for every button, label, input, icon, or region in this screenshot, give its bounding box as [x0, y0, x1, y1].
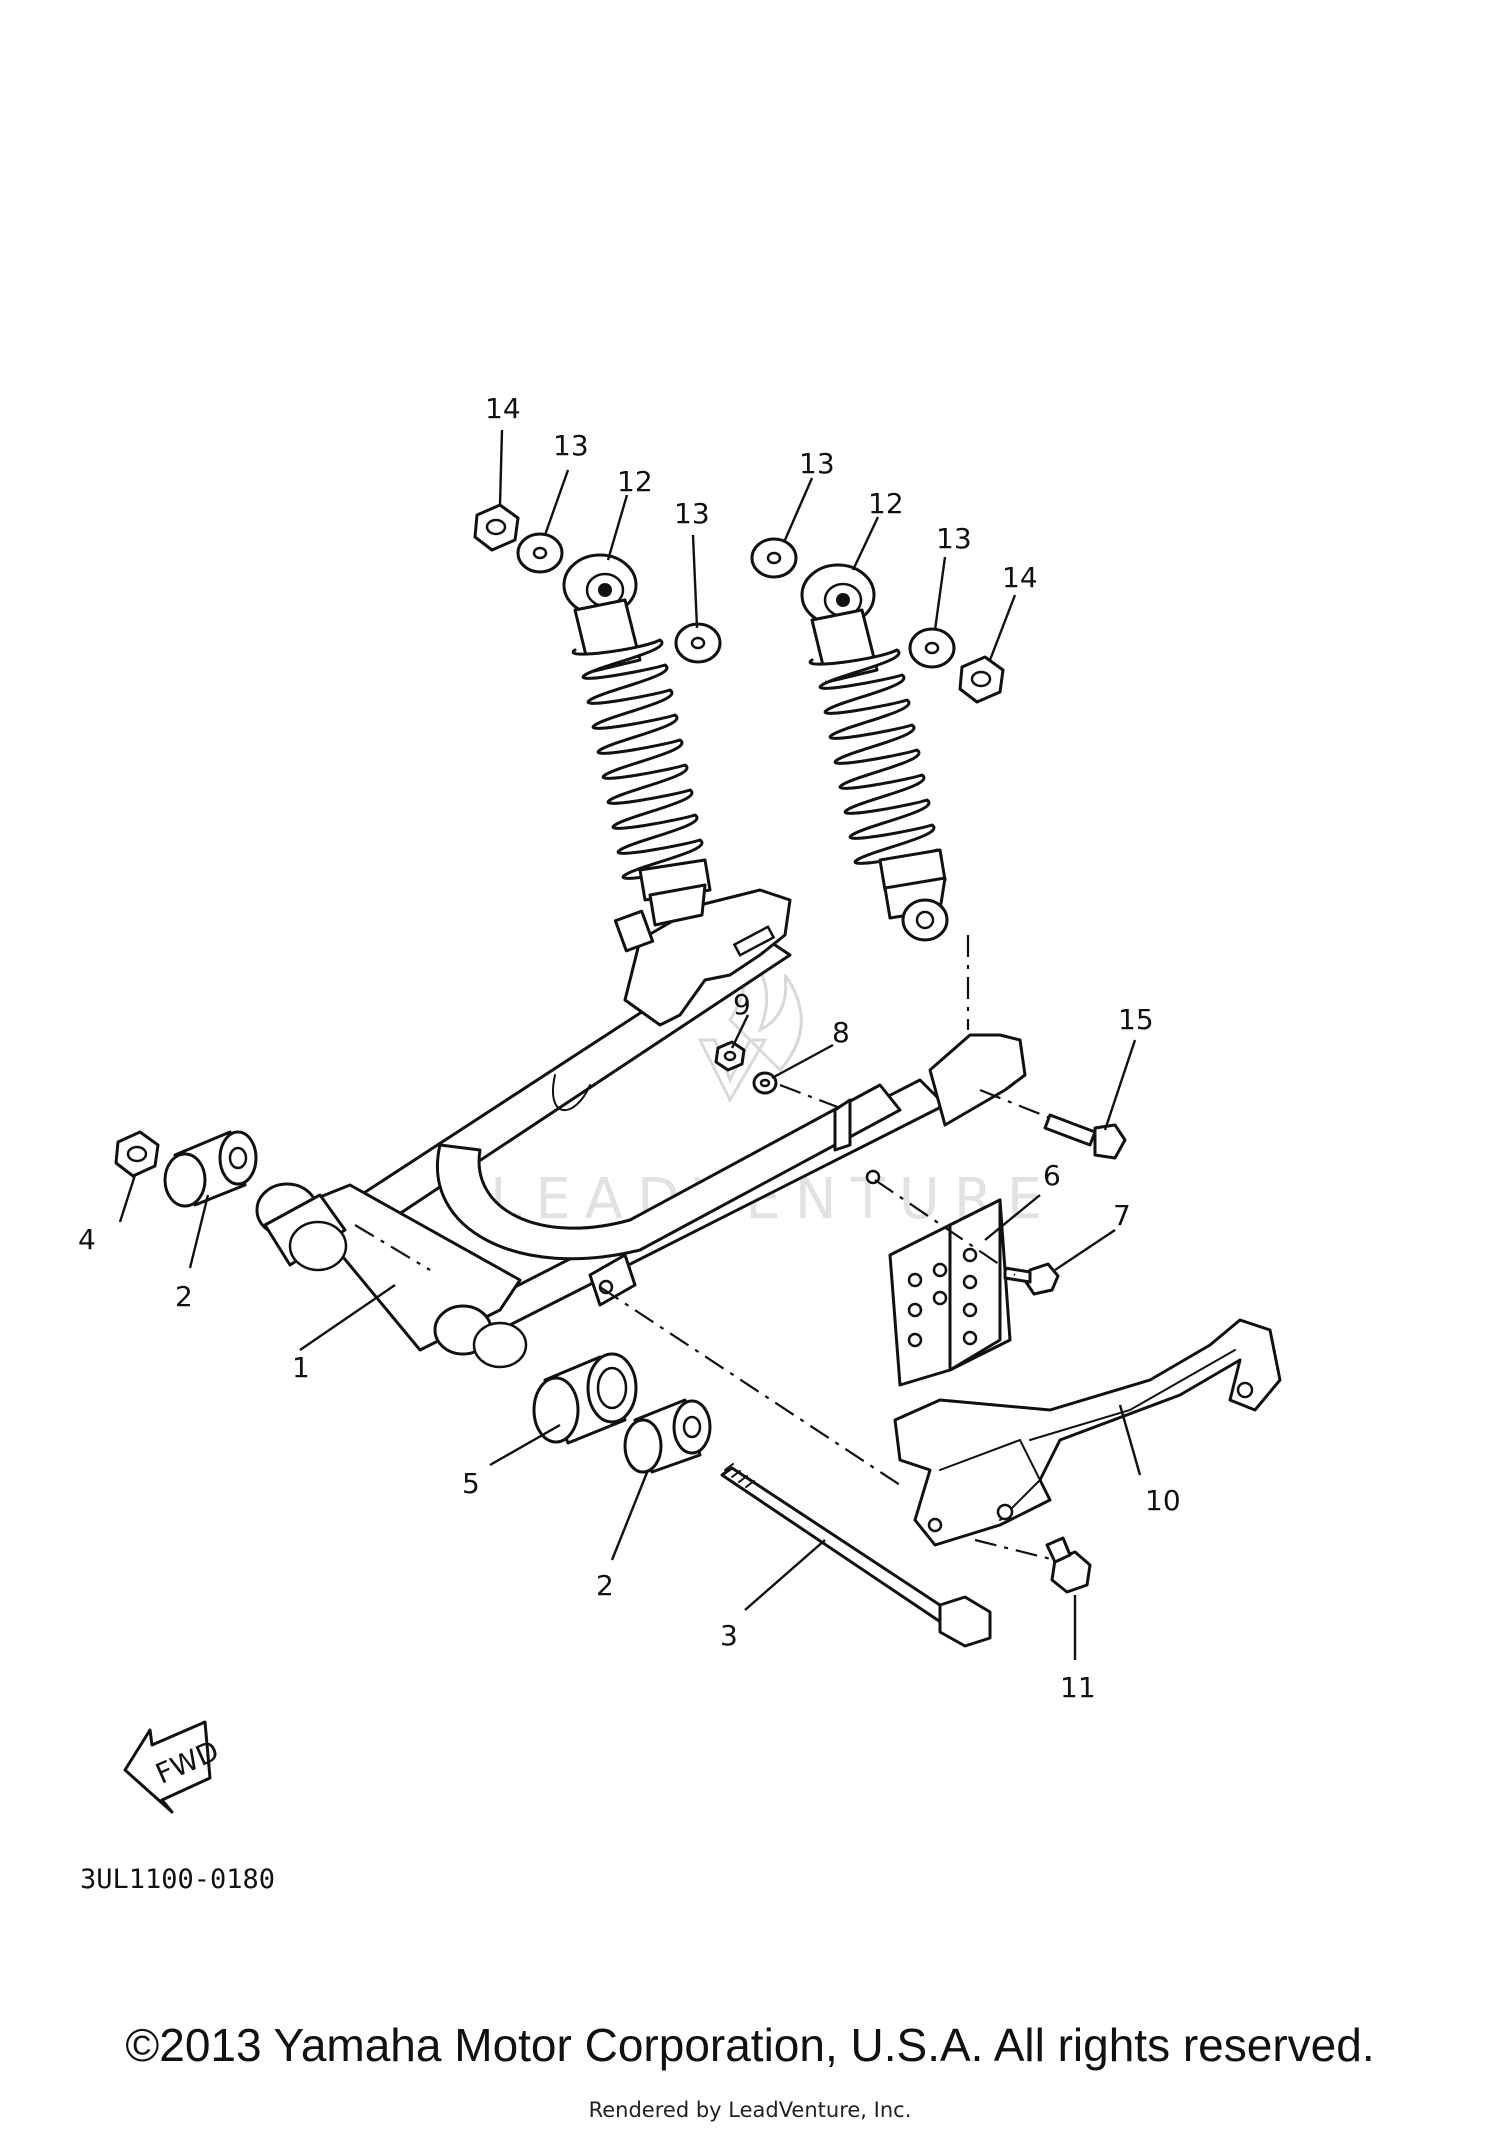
right-shock-absorber: [800, 563, 949, 942]
callout-15: 15: [1118, 1003, 1154, 1036]
callout-1: 1: [292, 1351, 310, 1384]
nut-14-right: [958, 655, 1005, 704]
bracket-6: [888, 1198, 1012, 1387]
pivot-shaft-3: [720, 1463, 992, 1648]
washer-13-left-b: [674, 622, 722, 664]
right-shock-spring: [808, 648, 939, 865]
callout-labels: 1 2 2 3 4 5 6 7 8 9 10 11 12 12 13 13 13…: [78, 392, 1181, 1704]
fwd-arrow-icon: FWD: [123, 1720, 224, 1814]
callout-14-left: 14: [485, 392, 521, 425]
callout-8: 8: [832, 1016, 850, 1049]
callout-6: 6: [1043, 1159, 1061, 1192]
washer-13-right-a: [750, 537, 798, 579]
copyright-notice: ©2013 Yamaha Motor Corporation, U.S.A. A…: [125, 2019, 1375, 2071]
bushing-2-upper: [163, 1130, 258, 1208]
assembly-centerlines: [354, 935, 1056, 1562]
callout-13-left-b: 13: [674, 497, 710, 530]
nut-4: [114, 1130, 160, 1178]
callout-13-right-a: 13: [799, 447, 835, 480]
washer-13-left-a: [516, 532, 564, 574]
callout-5: 5: [462, 1467, 480, 1500]
callout-13-left-a: 13: [553, 429, 589, 462]
washer-13-right-b: [908, 627, 956, 669]
callout-13-right-b: 13: [936, 522, 972, 555]
callout-12-left: 12: [617, 465, 653, 498]
callout-12-right: 12: [868, 487, 904, 520]
callout-4: 4: [78, 1223, 96, 1256]
callout-2-upper: 2: [175, 1280, 193, 1313]
leader-lines: [118, 429, 1142, 1660]
bolt-11: [1045, 1536, 1092, 1594]
footrest-bracket-10: [893, 1318, 1282, 1547]
bushing-5: [532, 1352, 638, 1445]
washer-8: [752, 1071, 778, 1095]
callout-2-lower: 2: [596, 1569, 614, 1602]
callout-14-right: 14: [1002, 561, 1038, 594]
nut-9: [714, 1040, 746, 1072]
left-shock-spring: [571, 638, 707, 880]
diagram-code: 3UL1100-0180: [80, 1864, 275, 1895]
left-shock-absorber: [562, 553, 712, 927]
callout-9: 9: [733, 988, 751, 1021]
callout-10: 10: [1145, 1484, 1181, 1517]
nut-14-left: [473, 503, 520, 552]
bolt-15: [1043, 1113, 1127, 1160]
callout-7: 7: [1113, 1199, 1131, 1232]
callout-11: 11: [1060, 1671, 1096, 1704]
bushing-2-lower: [623, 1398, 712, 1474]
callout-3: 3: [720, 1619, 738, 1652]
bolt-7: [1003, 1262, 1060, 1296]
rendered-by-credit: Rendered by LeadVenture, Inc.: [588, 2098, 912, 2122]
